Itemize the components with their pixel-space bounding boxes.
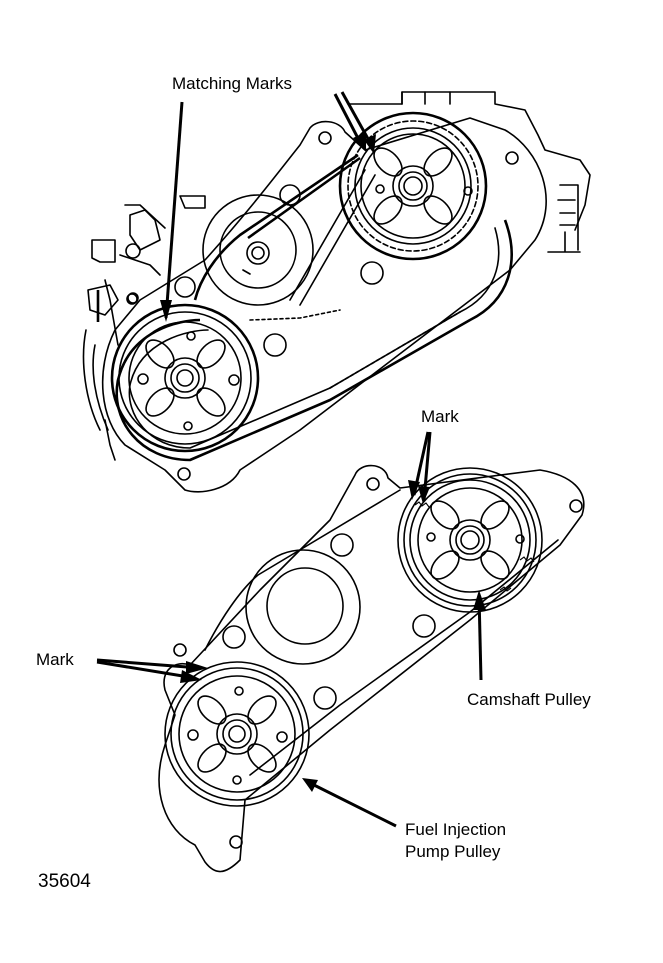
camshaft-pulley-lower xyxy=(397,467,543,613)
pump-pulley-label-line1: Fuel Injection xyxy=(405,820,507,839)
lower-view-belt-removed xyxy=(96,431,585,873)
matching-marks-label: Matching Marks xyxy=(172,74,292,93)
camshaft-mark-label: Mark xyxy=(421,407,459,426)
upper-back-plate xyxy=(101,117,547,493)
camshaft-pulley-label: Camshaft Pulley xyxy=(467,690,591,709)
center-seal xyxy=(245,549,361,665)
injection-pump-body xyxy=(82,195,206,461)
lower-back-plate xyxy=(158,464,585,873)
figure-id-number: 35604 xyxy=(38,871,91,892)
camshaft-sprocket-upper xyxy=(338,111,488,261)
cylinder-head xyxy=(347,91,591,253)
pump-sprocket-upper xyxy=(110,303,260,453)
matching-marks-arrows xyxy=(160,91,376,322)
pump-pulley-lower xyxy=(164,661,310,807)
upper-view-belt-installed xyxy=(82,91,591,493)
pump-mark-label: Mark xyxy=(36,650,74,669)
tensioner-pulley xyxy=(202,194,314,306)
pump-pulley-label-line2: Pump Pulley xyxy=(405,842,501,861)
lower-arrows xyxy=(96,431,486,828)
